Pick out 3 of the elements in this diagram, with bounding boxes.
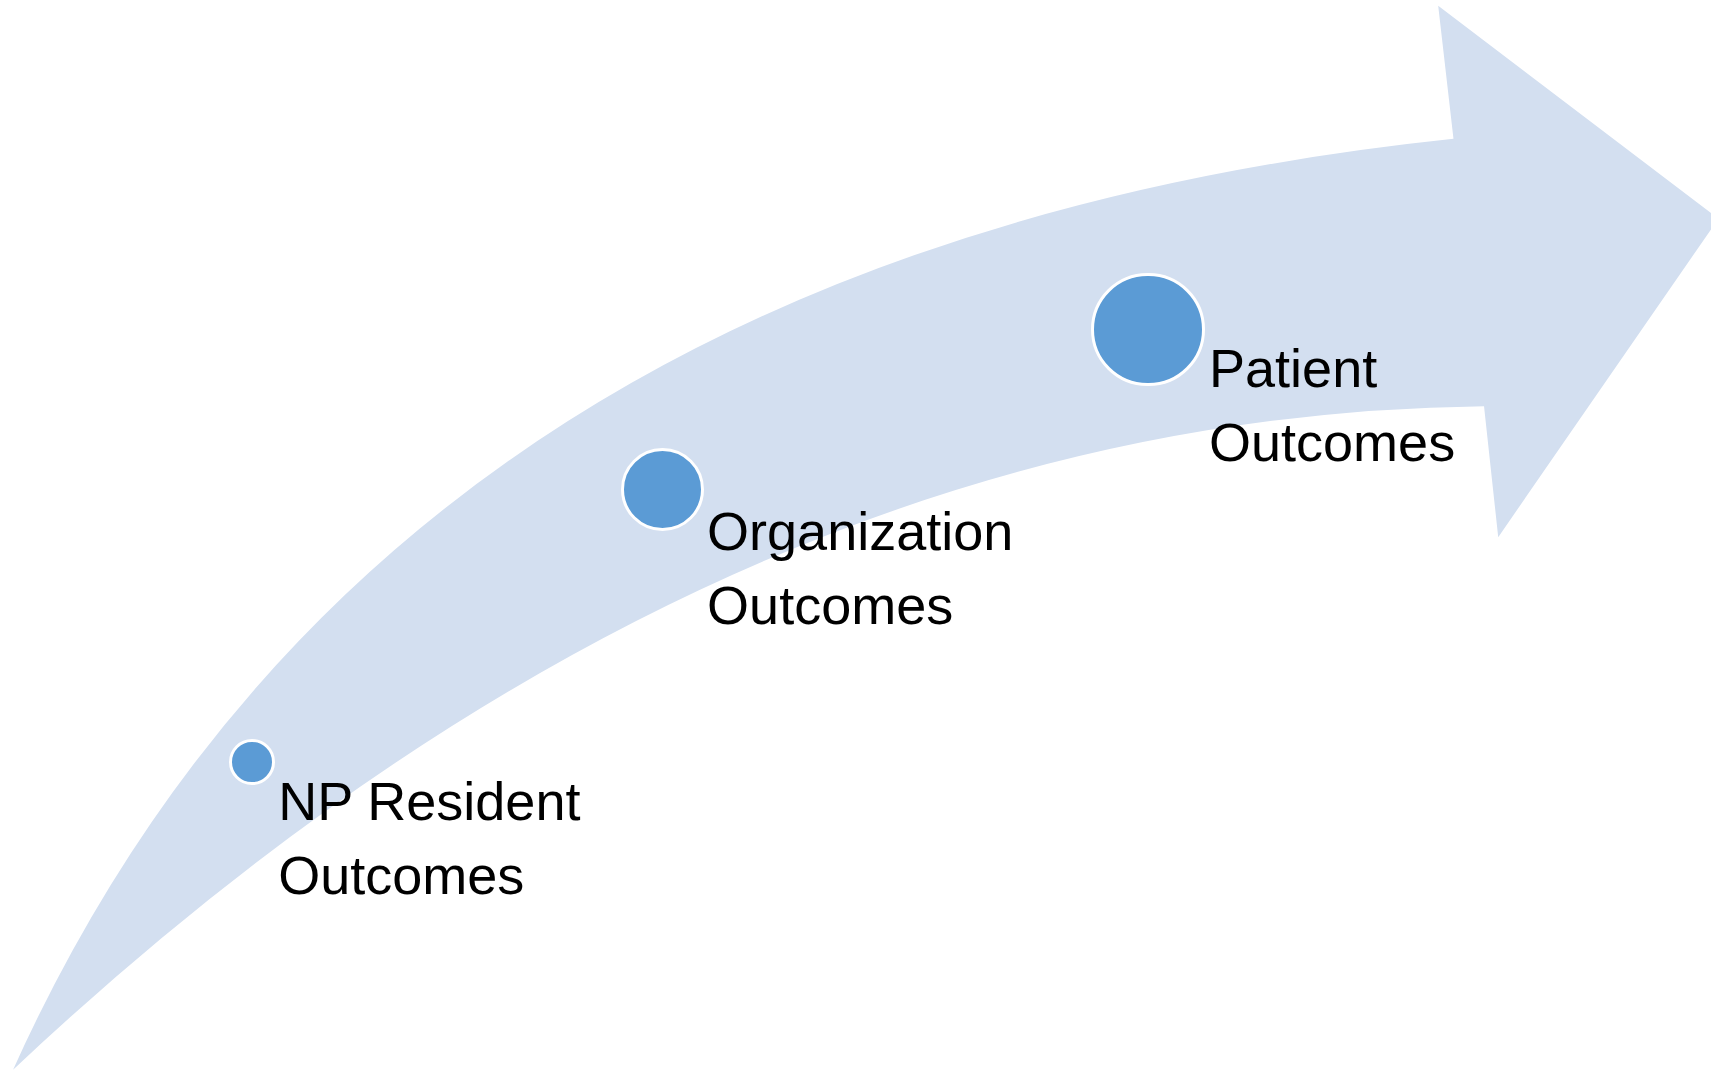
- outcome-label: Patient Outcomes: [1209, 336, 1457, 474]
- outcome-label: NP Resident Outcomes: [278, 769, 582, 907]
- outcome-label: Organization Outcomes: [707, 500, 1015, 638]
